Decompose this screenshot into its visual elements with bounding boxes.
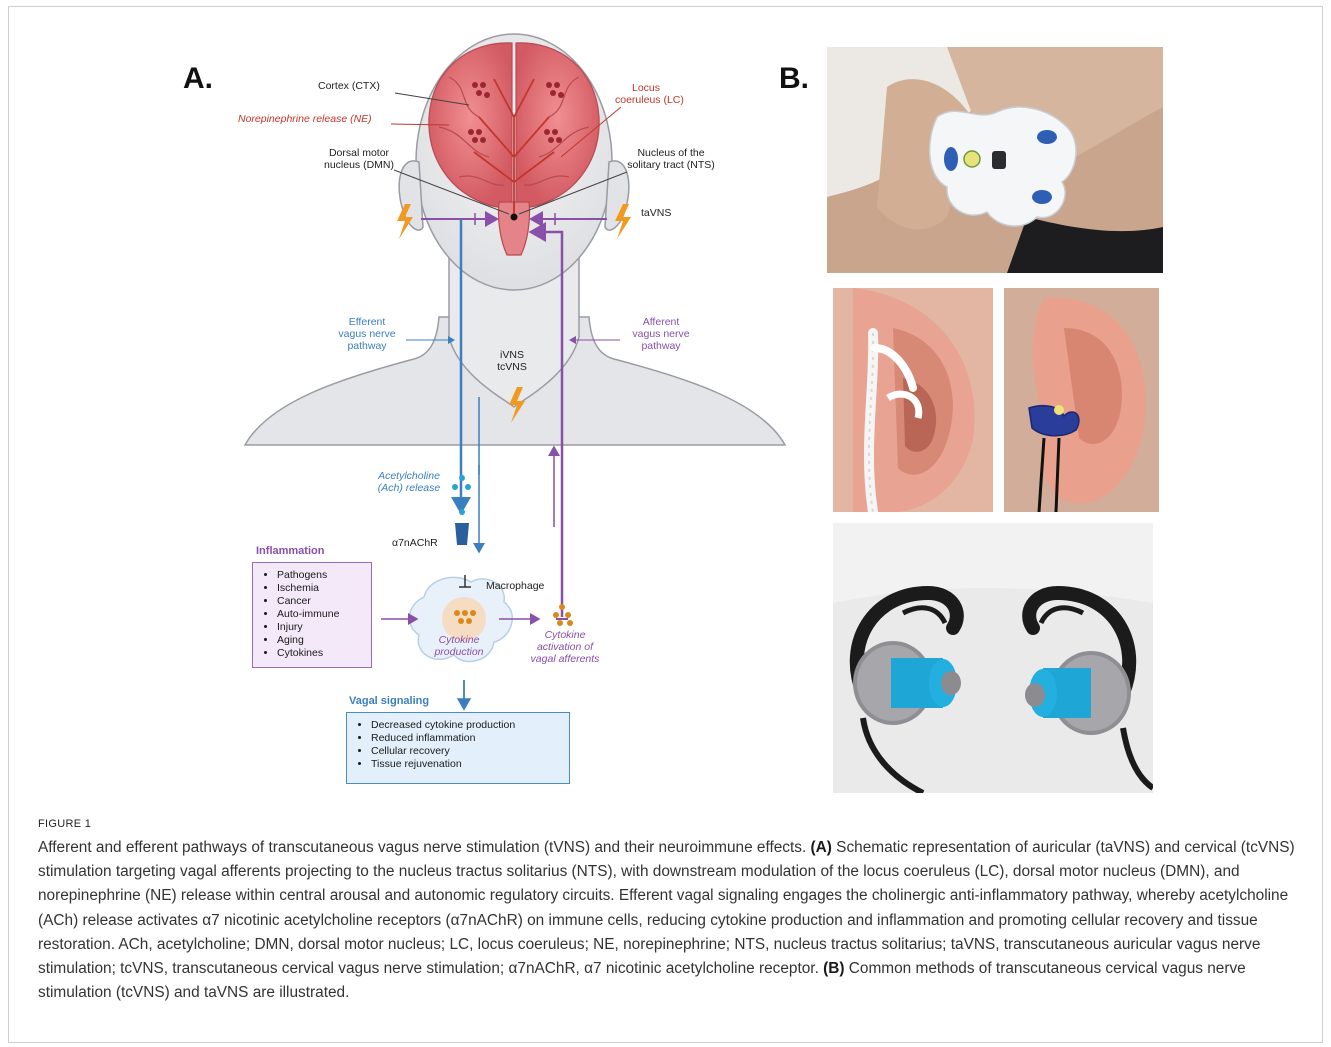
inflammation-item: Cancer — [277, 595, 361, 608]
inflammation-item: Pathogens — [277, 569, 361, 582]
inflammation-item: Cytokines — [277, 647, 361, 660]
caption-bold-b: (B) — [823, 960, 844, 977]
panel-b-letter: B. — [779, 62, 809, 96]
inflammation-box: Pathogens Ischemia Cancer Auto-immune In… — [252, 562, 372, 668]
inflammation-item: Aging — [277, 634, 361, 647]
label-macrophage: Macrophage — [486, 580, 544, 592]
vagal-signaling-item: Tissue rejuvenation — [371, 758, 559, 771]
label-ach-release: Acetylcholine(Ach) release — [369, 470, 449, 494]
label-tavns: taVNS — [641, 207, 671, 219]
vagal-signaling-item: Cellular recovery — [371, 745, 559, 758]
inflammation-title: Inflammation — [256, 545, 324, 557]
photo-cervical-device — [827, 47, 1163, 273]
vagal-signaling-item: Decreased cytokine production — [371, 719, 559, 732]
vagal-signaling-title: Vagal signaling — [349, 695, 429, 707]
figure-caption: Afferent and efferent pathways of transc… — [38, 836, 1300, 1005]
vagal-signaling-box: Decreased cytokine production Reduced in… — [346, 712, 570, 784]
vagal-signaling-item: Reduced inflammation — [371, 732, 559, 745]
inflammation-item: Auto-immune — [277, 608, 361, 621]
photo-auricular-device-left — [833, 288, 993, 512]
photo-auricular-device-right — [1004, 288, 1159, 512]
inflammation-item: Ischemia — [277, 582, 361, 595]
label-receptor: α7nAChR — [392, 537, 438, 549]
caption-bold-a: (A) — [811, 839, 832, 856]
photo-earbud-devices — [833, 523, 1153, 793]
figure-label: FIGURE 1 — [38, 818, 91, 830]
label-cortex: Cortex (CTX) — [318, 80, 380, 92]
label-ne-release: Norepinephrine release (NE) — [238, 113, 372, 125]
inflammation-item: Injury — [277, 621, 361, 634]
receptor-icon — [455, 523, 469, 545]
